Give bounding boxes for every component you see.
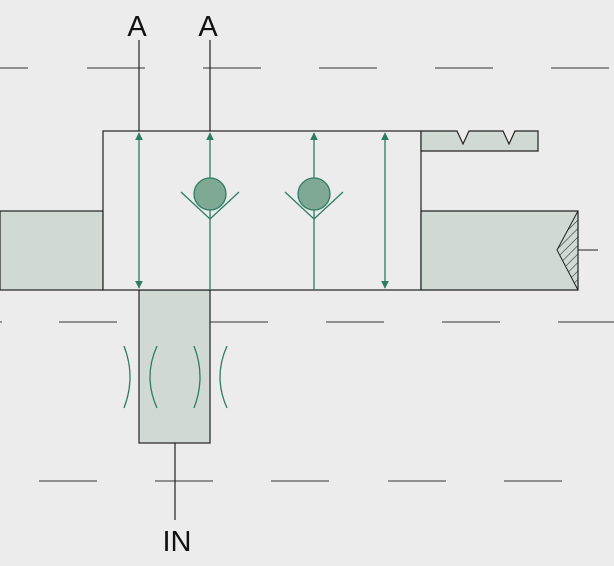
check-valve-2	[284, 177, 344, 220]
valve-body	[102, 130, 422, 291]
right-plunger-block	[420, 210, 579, 291]
left-block	[0, 210, 104, 291]
port-a1-label: A	[127, 11, 147, 43]
detent-strip	[420, 130, 539, 152]
inlet-flow-arcs	[123, 345, 228, 409]
check-valve-1	[180, 177, 240, 220]
inlet-label: IN	[163, 526, 192, 558]
port-a2-label: A	[198, 11, 218, 43]
